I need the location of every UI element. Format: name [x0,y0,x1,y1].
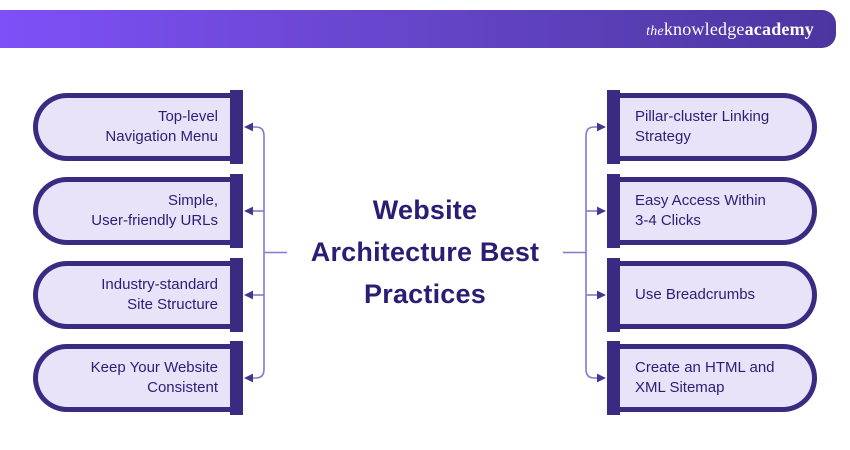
box-endbar [230,90,243,164]
box-label-line: 3-4 Clicks [635,212,701,229]
left-trunk [248,126,265,379]
arrowhead-right-2 [597,206,606,216]
logo-prefix: the [646,23,664,39]
box-label-line: Site Structure [127,296,218,313]
practice-box-use-breadcrumbs: Use Breadcrumbs [607,258,817,332]
box-label-line: Top-level [157,108,218,125]
practice-box-keep-your-website-consistent: Keep Your Website Consistent [33,341,243,415]
page-title: Website Architecture Best Practices [265,189,585,315]
title-line-1: Website [372,195,478,225]
right-trunk [585,126,602,379]
box-label-line: Industry-standard [101,276,218,293]
box-endbar [230,174,243,248]
box-label-line: XML Sitemap [635,379,725,396]
practice-box-create-html-xml-sitemap: Create an HTML and XML Sitemap [607,341,817,415]
arrowhead-right-3 [597,290,606,300]
header-bar: theknowledgeacademy [0,10,836,48]
arrowhead-left-3 [244,290,253,300]
logo-mid: knowledge [663,18,745,39]
box-label-line: Navigation Menu [105,128,218,145]
practice-box-top-level-navigation-menu: Top-level Navigation Menu [33,90,243,164]
practice-box-industry-standard-site-structure: Industry-standard Site Structure [33,258,243,332]
box-endbar [230,341,243,415]
box-label-line: Keep Your Website [90,359,218,376]
box-label-line: Strategy [635,128,691,145]
box-label-line: User-friendly URLs [91,212,218,229]
logo-suffix: academy [744,18,814,39]
box-label-line: Easy Access Within [635,192,766,209]
practice-box-easy-access-within-3-4-clicks: Easy Access Within 3-4 Clicks [607,174,817,248]
arrowhead-left-1 [244,122,253,132]
box-label-line: Pillar-cluster Linking [635,108,770,125]
box-endbar [607,90,620,164]
practice-box-simple-user-friendly-urls: Simple, User-friendly URLs [33,174,243,248]
box-endbar [607,341,620,415]
box-endbar [607,258,620,332]
box-label-line: Create an HTML and [635,359,775,376]
box-endbar [230,258,243,332]
arrowhead-right-4 [597,373,606,383]
title-line-2: Architecture Best [310,237,540,267]
title-line-3: Practices [364,279,486,309]
arrowhead-left-2 [244,206,253,216]
brand-logo: theknowledgeacademy [646,19,836,40]
arrowhead-left-4 [244,373,253,383]
box-label-line: Consistent [147,379,218,396]
box-label-line: Use Breadcrumbs [635,286,756,303]
box-label-line: Simple, [167,192,218,209]
arrowhead-right-1 [597,122,606,132]
practice-box-pillar-cluster-linking-strategy: Pillar-cluster Linking Strategy [607,90,817,164]
box-endbar [607,174,620,248]
